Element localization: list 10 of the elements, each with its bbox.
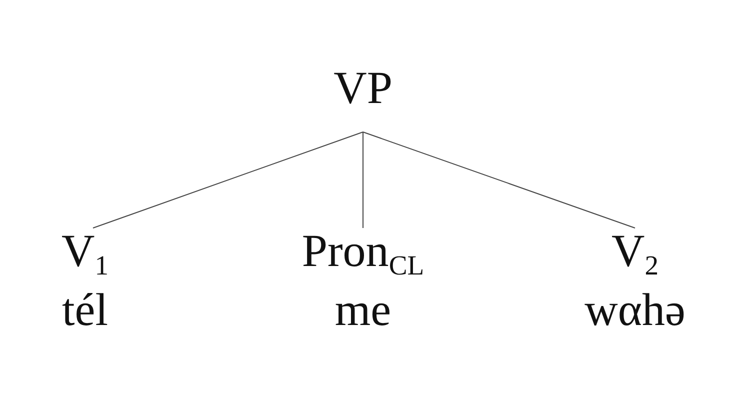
word-label: wαhə: [584, 286, 686, 333]
tree-branch-line: [362, 132, 636, 228]
category-label: VP: [334, 65, 392, 111]
category-label: Pron$_{CL}$: [302, 228, 424, 279]
tree-branch-line: [92, 132, 364, 228]
word-label: me: [334, 286, 392, 333]
tree-branch-line: [362, 132, 364, 228]
category-label: V$_{2}$: [611, 228, 659, 279]
word-label: tél: [62, 286, 108, 333]
category-label: V$_{1}$: [61, 228, 109, 279]
